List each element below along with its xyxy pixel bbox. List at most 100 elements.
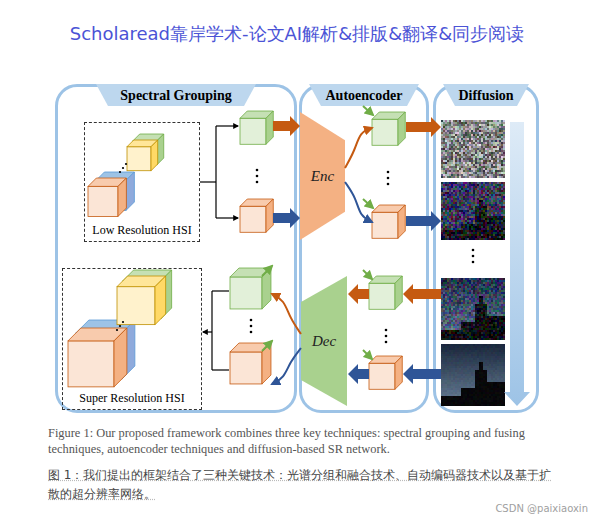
image-pixel bbox=[477, 236, 479, 238]
image-pixel bbox=[483, 122, 485, 124]
image-pixel bbox=[445, 206, 447, 208]
image-pixel bbox=[467, 206, 469, 208]
image-pixel bbox=[481, 168, 483, 170]
image-pixel bbox=[449, 194, 451, 196]
image-pixel bbox=[455, 226, 457, 228]
image-pixel bbox=[471, 214, 473, 216]
image-pixel bbox=[499, 218, 501, 220]
image-pixel bbox=[459, 218, 461, 220]
image-pixel bbox=[449, 158, 451, 160]
image-pixel bbox=[479, 204, 481, 206]
image-pixel bbox=[443, 204, 445, 206]
image-pixel bbox=[441, 232, 443, 234]
image-pixel bbox=[447, 190, 449, 192]
image-pixel bbox=[443, 224, 445, 226]
image-pixel bbox=[499, 166, 501, 168]
image-pixel bbox=[477, 140, 479, 142]
image-pixel bbox=[479, 188, 481, 190]
image-pixel bbox=[489, 164, 491, 166]
image-pixel bbox=[461, 234, 463, 236]
image-pixel bbox=[465, 146, 467, 148]
image-pixel bbox=[503, 236, 505, 238]
image-pixel bbox=[443, 238, 445, 240]
image-pixel bbox=[467, 190, 469, 192]
image-pixel bbox=[457, 164, 459, 166]
image-pixel bbox=[441, 230, 443, 232]
ellipsis-dot bbox=[125, 163, 127, 165]
image-pixel bbox=[449, 192, 451, 194]
image-pixel bbox=[489, 188, 491, 190]
image-pixel bbox=[481, 142, 483, 144]
image-pixel bbox=[441, 122, 443, 124]
link-line bbox=[363, 106, 373, 115]
image-pixel bbox=[501, 146, 503, 148]
image-pixel bbox=[467, 130, 469, 132]
image-pixel bbox=[493, 144, 495, 146]
image-pixel bbox=[483, 198, 485, 200]
image-pixel bbox=[455, 146, 457, 148]
image-pixel bbox=[501, 210, 503, 212]
image-pixel bbox=[455, 184, 457, 186]
image-pixel bbox=[471, 198, 473, 200]
image-pixel bbox=[497, 202, 499, 204]
image-pixel bbox=[495, 154, 497, 156]
image-pixel bbox=[473, 174, 475, 176]
image-pixel bbox=[483, 194, 485, 196]
image-pixel bbox=[499, 212, 501, 214]
image-pixel bbox=[475, 278, 477, 280]
image-pixel bbox=[499, 222, 501, 224]
image-pixel bbox=[467, 166, 469, 168]
image-pixel bbox=[461, 236, 463, 238]
image-pixel bbox=[485, 174, 487, 176]
image-pixel bbox=[495, 188, 497, 190]
image-pixel bbox=[483, 132, 485, 134]
image-pixel bbox=[449, 222, 451, 224]
image-pixel bbox=[441, 228, 443, 230]
image-pixel bbox=[475, 150, 477, 152]
image-pixel bbox=[493, 124, 495, 126]
image-pixel bbox=[499, 132, 501, 134]
image-pixel bbox=[461, 224, 463, 226]
image-pixel bbox=[459, 134, 461, 136]
image-pixel bbox=[481, 150, 483, 152]
image-pixel bbox=[483, 232, 485, 234]
image-pixel bbox=[499, 232, 501, 234]
link-line bbox=[203, 331, 212, 332]
image-pixel bbox=[493, 140, 495, 142]
image-pixel bbox=[483, 166, 485, 168]
image-pixel bbox=[481, 120, 483, 122]
link-line bbox=[211, 291, 212, 370]
cube-side bbox=[262, 268, 271, 309]
cube-front bbox=[230, 277, 262, 309]
image-pixel bbox=[441, 186, 443, 188]
image-pixel bbox=[473, 210, 475, 212]
image-pixel bbox=[459, 278, 461, 280]
cube-top bbox=[133, 134, 164, 141]
image-pixel bbox=[485, 156, 487, 158]
image-pixel bbox=[473, 128, 475, 130]
cube-top bbox=[230, 268, 271, 277]
image-pixel bbox=[503, 164, 505, 166]
image-pixel bbox=[489, 216, 491, 218]
image-pixel bbox=[441, 176, 443, 178]
image-pixel bbox=[501, 152, 503, 154]
image-pixel bbox=[457, 220, 459, 222]
image-pixel bbox=[495, 220, 497, 222]
image-pixel bbox=[463, 184, 465, 186]
image-pixel bbox=[445, 174, 447, 176]
image-pixel bbox=[467, 138, 469, 140]
image-pixel bbox=[491, 206, 493, 208]
image-pixel bbox=[479, 186, 481, 188]
image-pixel bbox=[471, 162, 473, 164]
image-pixel bbox=[453, 150, 455, 152]
image-pixel bbox=[481, 154, 483, 156]
image-pixel bbox=[489, 212, 491, 214]
image-pixel bbox=[451, 136, 453, 138]
image-pixel bbox=[501, 142, 503, 144]
image-pixel bbox=[453, 208, 455, 210]
image-pixel bbox=[471, 150, 473, 152]
image-pixel bbox=[457, 234, 459, 236]
image-pixel bbox=[471, 228, 473, 230]
image-pixel bbox=[453, 154, 455, 156]
image-pixel bbox=[481, 278, 483, 280]
